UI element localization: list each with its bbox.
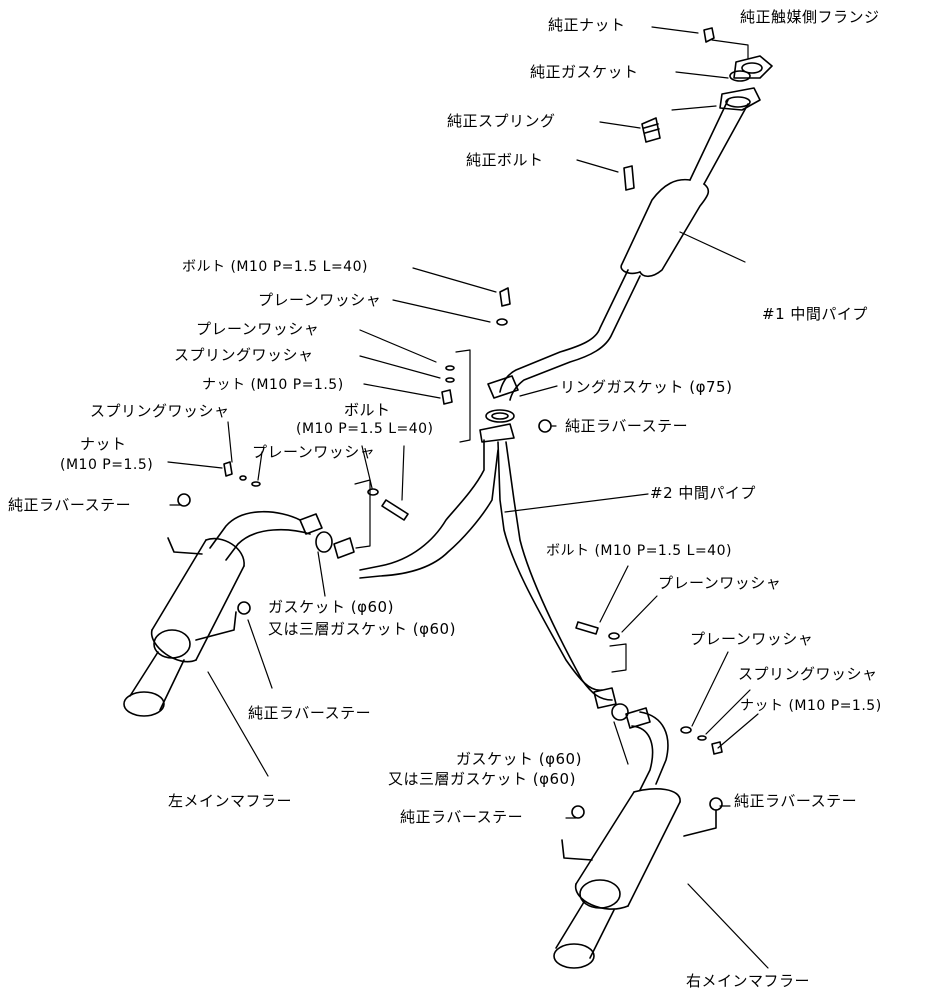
- label-nut-left-line1: ナット: [80, 435, 127, 453]
- label-ring-gasket: リングガスケット (φ75): [560, 378, 733, 396]
- label-spring-washer-2: スプリングワッシャ: [90, 402, 230, 420]
- label-bolt-right: ボルト (M10 P=1.5 L=40): [546, 543, 732, 559]
- joint-flange: [441, 287, 552, 443]
- label-genuine-bolt: 純正ボルト: [466, 151, 544, 169]
- label-genuine-rubber-stay-left-top: 純正ラバーステー: [8, 496, 132, 514]
- label-mid-pipe-2: #2 中間パイプ: [650, 484, 756, 502]
- mid-pipe-2-shape: [359, 439, 613, 701]
- label-genuine-rubber-stay-center: 純正ラバーステー: [565, 417, 689, 435]
- label-genuine-rubber-stay-right-center: 純正ラバーステー: [400, 808, 524, 826]
- right-muffler-shape: [553, 711, 723, 969]
- left-hardware: [223, 461, 409, 559]
- label-gasket-right-line1: ガスケット (φ60): [456, 750, 582, 768]
- label-plain-washer-3: プレーンワッシャ: [252, 443, 376, 461]
- label-nut-left-line2: (M10 P=1.5): [60, 457, 154, 473]
- label-mid-pipe-1: #1 中間パイプ: [762, 305, 868, 323]
- label-right-main-muffler: 右メインマフラー: [686, 972, 811, 990]
- label-spring-washer-1: スプリングワッシャ: [174, 346, 314, 364]
- label-genuine-gasket: 純正ガスケット: [530, 63, 639, 81]
- label-left-main-muffler: 左メインマフラー: [168, 792, 293, 810]
- label-bolt-left-line2: (M10 P=1.5 L=40): [296, 421, 434, 437]
- label-nut-m10-1: ナット (M10 P=1.5): [202, 377, 344, 393]
- label-genuine-rubber-stay-left-bottom: 純正ラバーステー: [248, 704, 372, 722]
- label-bolt-left-line1: ボルト: [344, 401, 391, 419]
- label-genuine-spring: 純正スプリング: [447, 112, 556, 130]
- label-gasket-left-line1: ガスケット (φ60): [268, 598, 394, 616]
- label-plain-washer-right-1: プレーンワッシャ: [658, 574, 782, 592]
- label-genuine-rubber-stay-right: 純正ラバーステー: [734, 792, 858, 810]
- left-muffler-shape: [123, 493, 311, 717]
- mount-guides: [354, 349, 627, 673]
- label-gasket-left-line2: 又は三層ガスケット (φ60): [268, 620, 456, 638]
- label-genuine-cat-flange: 純正触媒側フランジ: [740, 8, 880, 26]
- label-plain-washer-right-2: プレーンワッシャ: [690, 630, 814, 648]
- mid-pipe-1-shape: [499, 87, 761, 401]
- label-plain-washer-2: プレーンワッシャ: [196, 320, 320, 338]
- label-spring-washer-right: スプリングワッシャ: [738, 665, 878, 683]
- label-plain-washer-1: プレーンワッシャ: [258, 291, 382, 309]
- label-genuine-nut: 純正ナット: [548, 16, 626, 34]
- label-bolt-m10-top: ボルト (M10 P=1.5 L=40): [182, 259, 368, 275]
- right-hardware: [575, 621, 723, 755]
- label-nut-right: ナット (M10 P=1.5): [740, 698, 882, 714]
- top-flange-parts: [623, 27, 773, 191]
- label-gasket-right-line2: 又は三層ガスケット (φ60): [388, 770, 576, 788]
